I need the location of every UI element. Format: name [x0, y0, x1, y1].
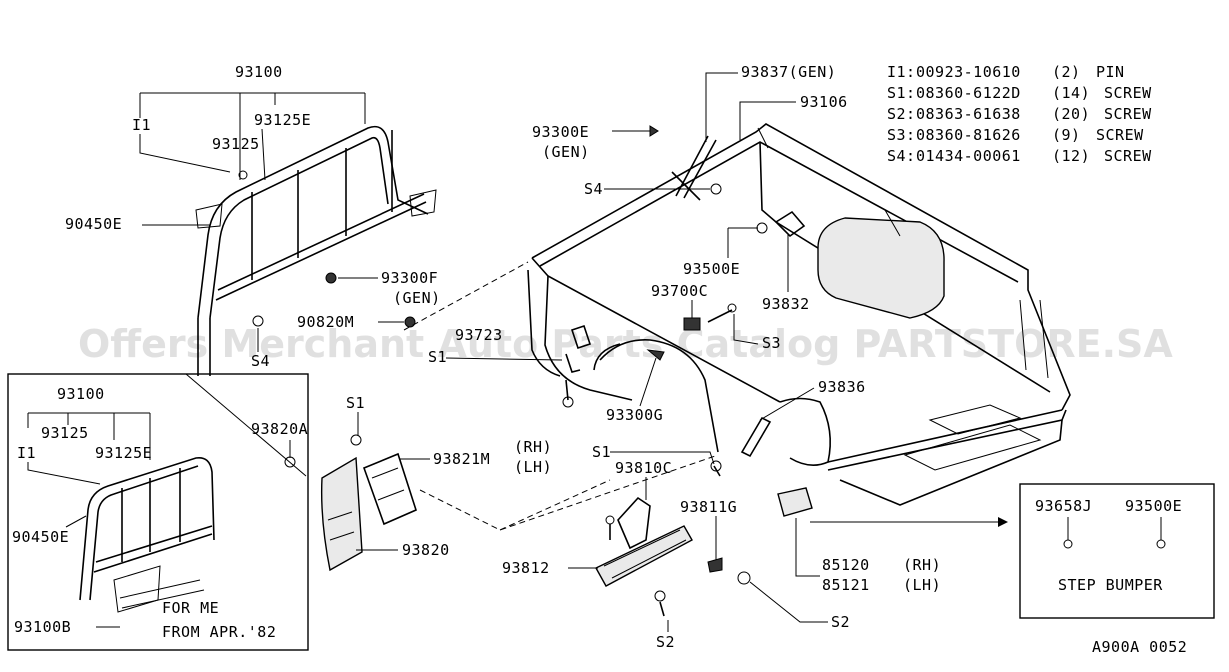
legend-key: S2	[887, 105, 906, 123]
tail-light	[595, 496, 693, 587]
watermark: Offers Merchant Auto Parts Catalog PARTS…	[78, 322, 1173, 366]
legend-part-number: 08360-81626	[916, 126, 1021, 144]
legend-key: S1	[887, 84, 906, 102]
part-label-s4-left: S4	[251, 352, 270, 370]
part-label-93125e: 93125E	[254, 111, 311, 129]
diagram-code: A900A 0052	[1092, 638, 1187, 656]
inset-note-line-1: FOR ME	[162, 599, 219, 617]
part-label-s3: S3	[762, 334, 781, 352]
part-label-93820a: 93820A	[251, 420, 308, 438]
part-label-93820: 93820	[402, 541, 450, 559]
legend-desc: SCREW	[1096, 126, 1144, 144]
part-label-93300f: 93300F	[381, 269, 438, 287]
part-label-s1-c: S1	[346, 394, 365, 412]
part-label-i1: I1	[132, 116, 151, 134]
legend-qty: (2)	[1052, 63, 1081, 81]
part-label-93700c: 93700C	[651, 282, 708, 300]
part-label-93832: 93832	[762, 295, 810, 313]
inset-label-93100: 93100	[57, 385, 105, 403]
part-label-93723: 93723	[455, 326, 503, 344]
legend-row: S2 : 08363-61638 (20) SCREW	[887, 105, 1152, 123]
part-label-s1-a: S1	[428, 348, 447, 366]
clip-90820m	[404, 316, 416, 328]
part-label-s1-b: S1	[592, 443, 611, 461]
legend-part-number: 00923-10610	[916, 63, 1021, 81]
part-label-s2-right: S2	[831, 613, 850, 631]
part-label-93300e: 93300E	[532, 123, 589, 141]
spare-tire-cover	[817, 217, 945, 319]
part-label-85120-rh: (RH)	[903, 556, 941, 574]
legend-key: S4	[887, 147, 906, 165]
part-label-93300e-gen: (GEN)	[542, 143, 590, 161]
part-label-85120: 85120	[822, 556, 870, 574]
legend-row: I1 : 00923-10610 (2) PIN	[887, 63, 1125, 81]
part-label-93658j: 93658J	[1035, 497, 1092, 515]
legend-desc: SCREW	[1104, 147, 1152, 165]
part-label-93810c: 93810C	[615, 459, 672, 477]
legend-desc: SCREW	[1104, 84, 1152, 102]
part-label-93837: 93837(GEN)	[741, 63, 836, 81]
inset-label-i1: I1	[17, 444, 36, 462]
part-label-93300f-gen: (GEN)	[393, 289, 441, 307]
legend-desc: SCREW	[1104, 105, 1152, 123]
part-label-93836: 93836	[818, 378, 866, 396]
legend-key: S3	[887, 126, 906, 144]
part-label-93812: 93812	[502, 559, 550, 577]
part-label-rh: (RH)	[514, 438, 552, 456]
grommet-93300f	[325, 272, 337, 284]
cab-guard-frame	[195, 125, 437, 376]
part-label-s2-bottom: S2	[656, 633, 675, 651]
part-label-93500e-mid: 93500E	[683, 260, 740, 278]
legend-sep: :	[906, 126, 916, 144]
legend-part-number: 08360-6122D	[916, 84, 1021, 102]
inset-note-line-2: FROM APR.'82	[162, 623, 276, 641]
part-label-93811g: 93811G	[680, 498, 737, 516]
part-label-93106: 93106	[800, 93, 848, 111]
step-bumper-caption: STEP BUMPER	[1058, 576, 1163, 594]
inset-label-93100b: 93100B	[14, 618, 71, 636]
legend-row: S3 : 08360-81626 (9) SCREW	[887, 126, 1144, 144]
legend-sep: :	[906, 147, 916, 165]
truck-bed	[527, 123, 1071, 506]
legend-sep: :	[906, 105, 916, 123]
part-label-90820m: 90820M	[297, 313, 354, 331]
inset-label-93125: 93125	[41, 424, 89, 442]
legend-part-number: 01434-00061	[916, 147, 1021, 165]
legend-sep: :	[906, 84, 916, 102]
part-label-93125: 93125	[212, 135, 260, 153]
callout-93100-top: 93100	[139, 63, 366, 180]
inset-label-93125e: 93125E	[95, 444, 152, 462]
legend-sep: :	[906, 63, 916, 81]
legend-part-number: 08363-61638	[916, 105, 1021, 123]
part-label-93100: 93100	[235, 63, 283, 81]
legend-qty: (20)	[1052, 105, 1090, 123]
legend-row: S4 : 01434-00061 (12) SCREW	[887, 147, 1152, 165]
part-label-lh: (LH)	[514, 458, 552, 476]
legend-key: I1	[887, 63, 906, 81]
part-label-93500e-box: 93500E	[1125, 497, 1182, 515]
legend-qty: (14)	[1052, 84, 1090, 102]
part-label-s4-mid: S4	[584, 180, 603, 198]
part-label-93821m: 93821M	[433, 450, 490, 468]
mud-flap	[320, 452, 417, 572]
legend-qty: (9)	[1052, 126, 1081, 144]
legend-qty: (12)	[1052, 147, 1090, 165]
inset-box: 93100 93125 I1 93125E 90450E FOR ME FROM…	[7, 373, 309, 651]
legend-desc: PIN	[1096, 63, 1125, 81]
part-label-90450e: 90450E	[65, 215, 122, 233]
inset-label-90450e: 90450E	[12, 528, 69, 546]
step-bumper-part	[777, 487, 813, 517]
part-label-93300g: 93300G	[606, 406, 663, 424]
legend: I1 : 00923-10610 (2) PIN S1 : 08360-6122…	[887, 63, 1152, 165]
part-label-85121: 85121	[822, 576, 870, 594]
legend-row: S1 : 08360-6122D (14) SCREW	[887, 84, 1152, 102]
part-label-85121-lh: (LH)	[903, 576, 941, 594]
step-bumper-box: 93658J 93500E STEP BUMPER	[1019, 483, 1215, 619]
